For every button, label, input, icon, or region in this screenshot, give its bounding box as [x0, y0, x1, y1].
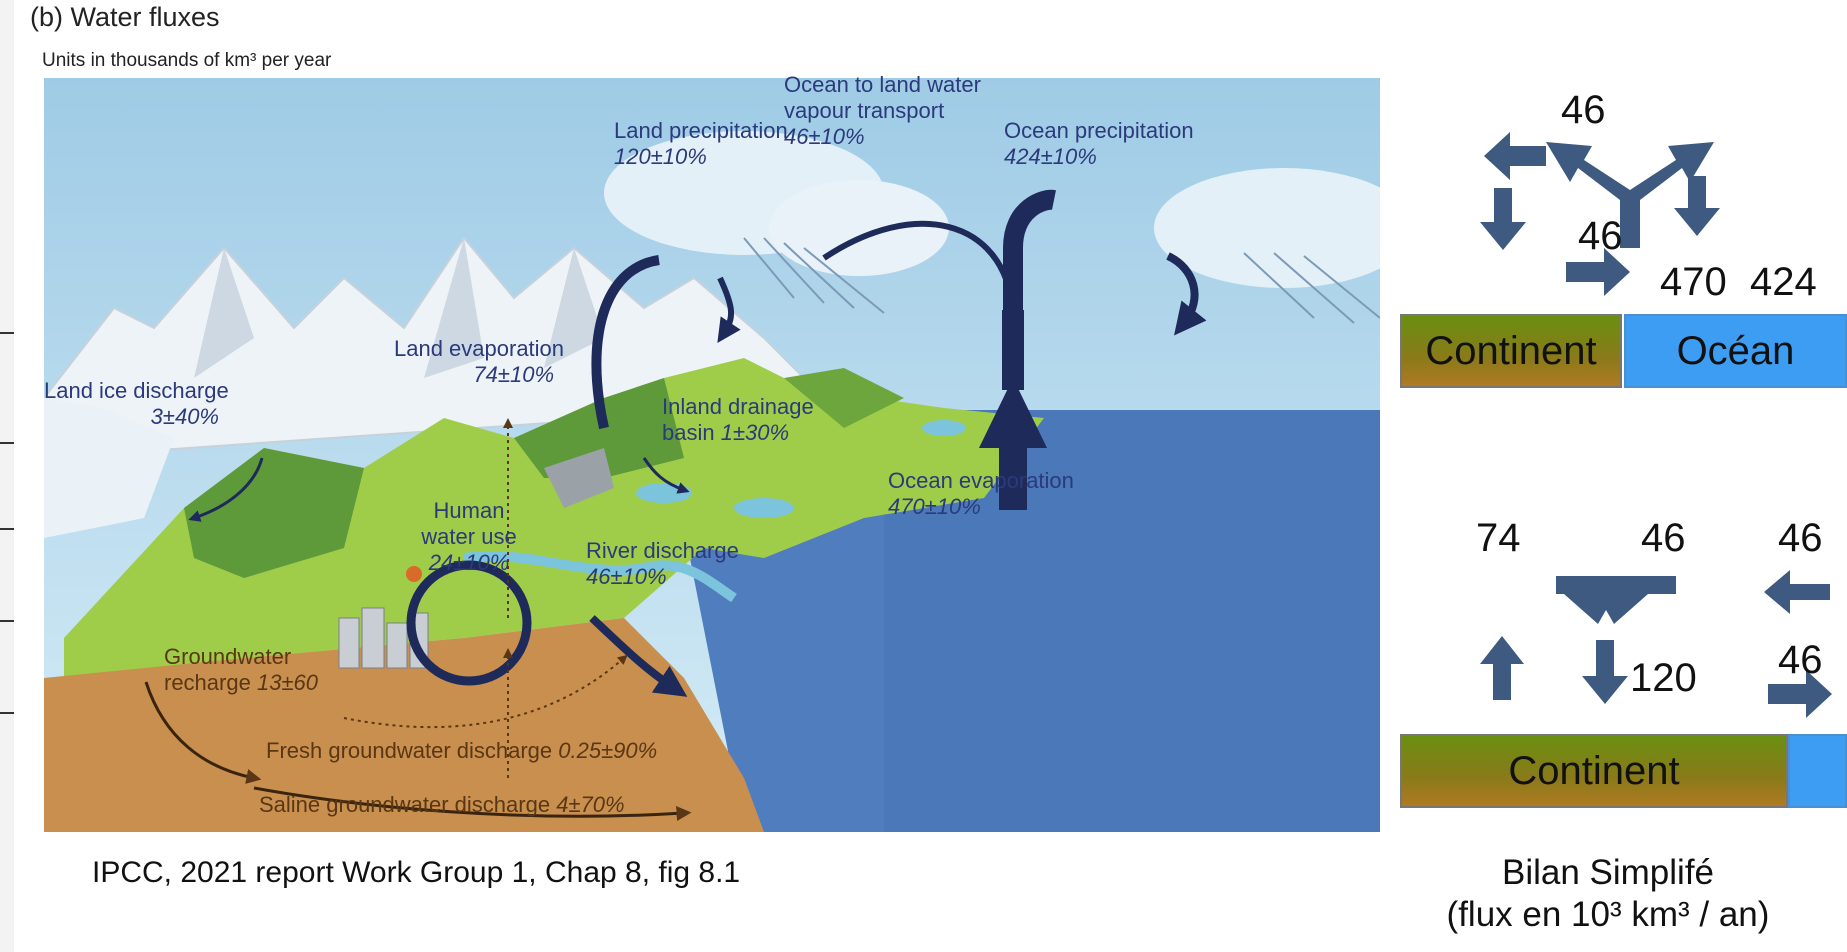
strip-tick — [0, 332, 14, 334]
flux-46-top: 46 — [1561, 88, 1606, 132]
left-cropped-strip — [0, 0, 14, 952]
ocean-to-land-label: Ocean to land water vapour transport 46±… — [784, 72, 981, 149]
arrow-left-icon — [1764, 570, 1830, 614]
arrow-right-icon — [1768, 670, 1832, 718]
soil — [44, 618, 764, 832]
saline-groundwater-label: Saline groundwater discharge 4±70% — [259, 792, 625, 817]
flux-46-merge: 46 — [1641, 516, 1686, 560]
lake — [636, 483, 692, 503]
ocean-precip-source — [1003, 189, 1056, 310]
arrow-up-icon — [1480, 636, 1524, 700]
dam — [544, 448, 614, 508]
continent-bar-bottom: Continent — [1400, 734, 1788, 808]
river-discharge-arrow — [589, 615, 688, 697]
river-discharge-label: River discharge 46±10% — [586, 538, 739, 589]
arrow-down-icon — [1674, 176, 1720, 236]
strip-tick — [0, 712, 14, 714]
flux-120: 120 — [1630, 656, 1697, 700]
green-land — [64, 358, 1044, 678]
rain-lines — [743, 237, 1381, 324]
simplified-budget-panel: 46 46 470 424 Continent Océan 74 46 46 1… — [1398, 0, 1847, 952]
hills — [784, 368, 904, 428]
arrow-right-icon — [1566, 248, 1630, 296]
flux-74: 74 — [1476, 516, 1521, 560]
flux-424: 424 — [1750, 260, 1817, 304]
split-arrow-icon — [1546, 142, 1714, 248]
glacier — [44, 398, 174, 538]
inland-arrow — [642, 457, 690, 494]
groundwater-to-river-dotted — [343, 654, 628, 729]
ocean-precipitation-label: Ocean precipitation 424±10% — [1004, 118, 1194, 169]
fresh-groundwater-label: Fresh groundwater discharge 0.25±90% — [266, 738, 658, 763]
merge-arrow-icon — [1556, 576, 1676, 624]
ocean-bar-top: Océan — [1624, 314, 1847, 388]
human-water-use-cycle — [406, 560, 532, 686]
budget-arrows — [1480, 132, 1832, 718]
continent-bar-top: Continent — [1400, 314, 1622, 388]
inland-drainage-label: Inland drainage basin 1±30% — [662, 394, 814, 445]
figure-title: (b) Water fluxes — [30, 2, 220, 32]
water-drop-icon — [406, 566, 422, 582]
cloud — [769, 180, 949, 276]
land-ice-discharge-label: Land ice discharge 3±40% — [44, 378, 229, 429]
arrow-down-icon — [1480, 188, 1526, 250]
groundwater-recharge-label: Groundwater recharge 13±60 — [164, 644, 318, 695]
ice-discharge-arrow — [188, 457, 264, 522]
strip-tick — [0, 528, 14, 530]
flux-46-second: 46 — [1578, 214, 1623, 258]
ocean-bar-bottom — [1788, 734, 1847, 808]
lake — [734, 498, 794, 518]
budget-title: Bilan Simplifé (flux en 10³ km³ / an) — [1446, 853, 1770, 934]
recharge-arrow — [144, 681, 262, 784]
figure-caption: IPCC, 2021 report Work Group 1, Chap 8, … — [92, 856, 741, 889]
land-precipitation-label: Land precipitation 120±10% — [614, 118, 788, 169]
land-evaporation-label: Land evaporation 74±10% — [394, 336, 565, 387]
land-rain-arrow — [717, 276, 741, 343]
buildings — [338, 607, 429, 669]
flux-46-right: 46 — [1778, 516, 1823, 560]
ocean-evaporation-label: Ocean evaporation 470±10% — [888, 468, 1074, 519]
hills — [184, 448, 364, 578]
lake — [922, 420, 966, 436]
water-cycle-illustration: Land precipitation 120±10% Ocean to land… — [43, 72, 1414, 832]
flux-470: 470 — [1660, 260, 1727, 304]
fresh-gw-arrow — [253, 786, 692, 821]
ocean-rain-arrow — [1166, 252, 1207, 336]
units-note: Units in thousands of km³ per year — [42, 50, 332, 71]
arrow-left-icon — [1484, 132, 1546, 180]
strip-tick — [0, 620, 14, 622]
ocean-evap-arrow-upper — [1002, 310, 1024, 390]
cloud — [1154, 168, 1414, 288]
human-water-use-label: Human water use 24±10% — [421, 498, 517, 575]
land-precip-arrow — [591, 255, 660, 430]
river — [463, 550, 737, 603]
strip-tick — [0, 442, 14, 444]
arrow-down-icon — [1582, 640, 1628, 704]
ocean-evap-arrow — [979, 378, 1047, 510]
water-cycle-scene — [43, 78, 1414, 832]
flux-46-lower: 46 — [1778, 638, 1823, 682]
